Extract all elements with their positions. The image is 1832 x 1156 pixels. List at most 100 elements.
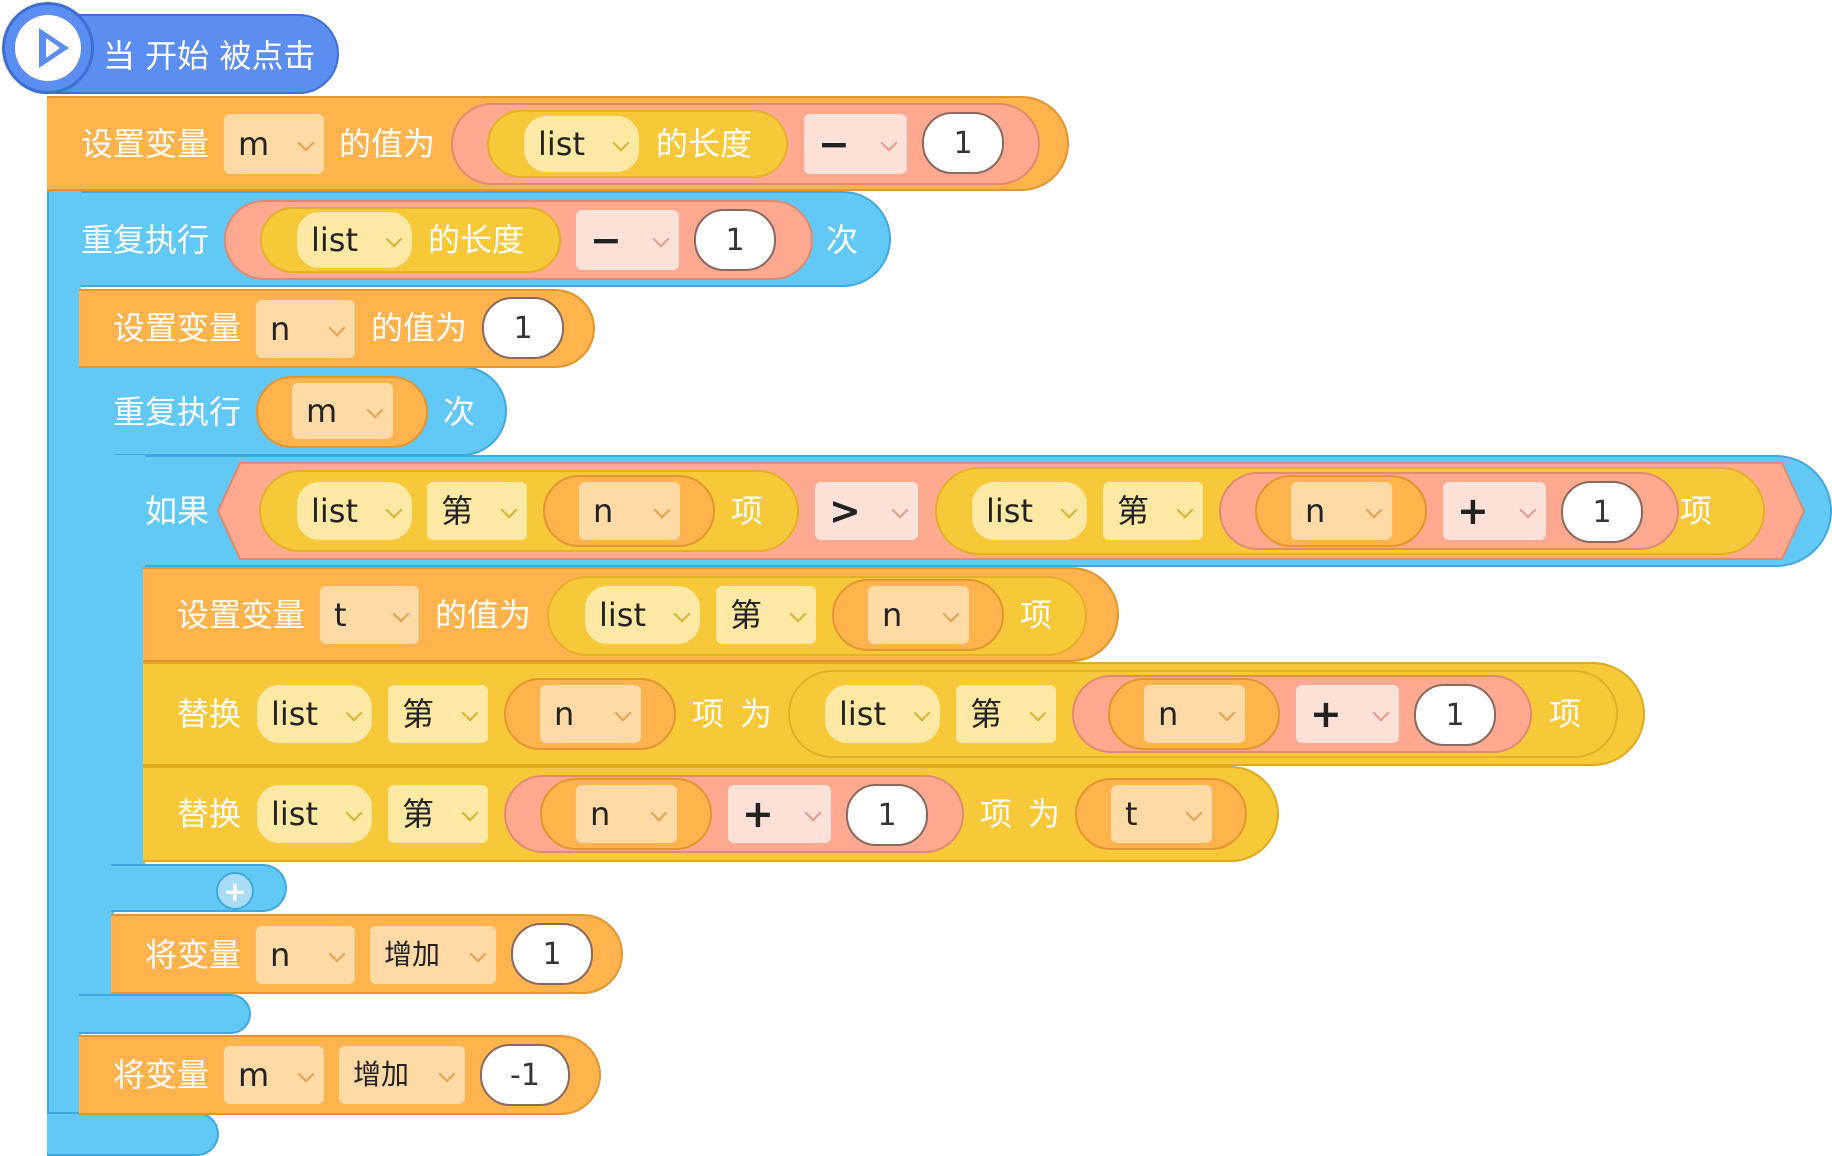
chevron-down-icon <box>297 1065 315 1083</box>
operator-dropdown[interactable]: > <box>815 482 918 540</box>
operator-symbol: + <box>1457 489 1489 533</box>
var-dropdown-t[interactable]: t <box>320 586 419 644</box>
add-branch-button[interactable]: + <box>216 872 254 910</box>
var-dropdown-m[interactable]: m <box>292 383 393 439</box>
chevron-down-icon <box>385 230 403 248</box>
set-variable-label: 设置变量 <box>113 309 242 347</box>
item-index-dropdown[interactable]: 第 <box>716 586 816 644</box>
chevron-down-icon <box>328 319 346 337</box>
number-input[interactable]: 1 <box>1561 481 1643 543</box>
replace-label: 替换 <box>177 795 242 833</box>
var-dropdown-n[interactable]: n <box>1291 482 1392 540</box>
var-dropdown-m[interactable]: m <box>224 114 324 174</box>
increase-label: 增加 <box>353 1058 410 1091</box>
item-label: 项 <box>1680 492 1713 530</box>
var-name: t <box>1125 795 1138 833</box>
increase-mode-dropdown[interactable]: 增加 <box>339 1046 465 1104</box>
length-of-label: 的长度 <box>656 125 753 163</box>
item-index-dropdown[interactable]: 第 <box>1103 482 1203 540</box>
item-nth-label: 第 <box>402 695 435 733</box>
number-input[interactable]: 1 <box>846 784 928 846</box>
var-dropdown-n[interactable]: n <box>576 785 677 843</box>
var-name: m <box>306 392 338 430</box>
var-dropdown-n[interactable]: n <box>540 685 641 743</box>
chevron-down-icon <box>469 945 487 963</box>
chevron-down-icon <box>1372 704 1390 722</box>
list-name: list <box>839 695 886 733</box>
var-dropdown-m[interactable]: m <box>224 1046 324 1104</box>
list-dropdown[interactable]: list <box>257 785 372 843</box>
list-name: list <box>599 596 646 634</box>
as-label: 为 <box>740 695 773 733</box>
operator-dropdown[interactable]: + <box>728 785 831 843</box>
list-dropdown[interactable]: list <box>825 685 940 743</box>
number-input[interactable]: 1 <box>922 112 1004 174</box>
repeat-inner-arm <box>79 366 114 1032</box>
chevron-down-icon <box>328 945 346 963</box>
change-variable-label: 将变量 <box>145 936 242 974</box>
var-dropdown-n[interactable]: n <box>1144 685 1245 743</box>
if-arm <box>111 455 145 911</box>
operator-dropdown[interactable]: − <box>576 210 679 270</box>
times-label: 次 <box>443 393 476 431</box>
chevron-down-icon <box>385 501 403 519</box>
operator-dropdown[interactable]: − <box>804 114 907 174</box>
chevron-down-icon <box>366 401 384 419</box>
list-dropdown[interactable]: list <box>297 482 412 540</box>
var-dropdown-n[interactable]: n <box>256 926 355 984</box>
list-dropdown[interactable]: list <box>524 116 639 172</box>
increase-mode-dropdown[interactable]: 增加 <box>370 926 496 984</box>
operator-dropdown[interactable]: + <box>1296 685 1399 743</box>
list-dropdown[interactable]: list <box>585 586 700 644</box>
item-index-dropdown[interactable]: 第 <box>427 482 527 540</box>
number-input[interactable]: 1 <box>482 297 564 359</box>
list-dropdown[interactable]: list <box>257 685 372 743</box>
chevron-down-icon <box>345 704 363 722</box>
item-nth-label: 第 <box>1117 492 1150 530</box>
var-name: n <box>554 695 575 733</box>
number-input[interactable]: 1 <box>694 209 776 271</box>
value-is-label: 的值为 <box>371 309 468 347</box>
list-name: list <box>311 492 358 530</box>
var-dropdown-t[interactable]: t <box>1111 785 1212 843</box>
var-name: n <box>270 936 291 974</box>
item-nth-label: 第 <box>402 795 435 833</box>
var-name: n <box>882 596 903 634</box>
number-input[interactable]: 1 <box>511 923 593 985</box>
item-index-dropdown[interactable]: 第 <box>388 785 488 843</box>
as-label: 为 <box>1028 795 1061 833</box>
chevron-down-icon <box>1365 501 1383 519</box>
set-variable-label: 设置变量 <box>177 596 306 634</box>
item-index-dropdown[interactable]: 第 <box>956 685 1056 743</box>
operator-symbol: + <box>1310 692 1342 736</box>
operator-symbol: − <box>590 218 622 262</box>
chevron-down-icon <box>880 134 898 152</box>
number-input[interactable]: -1 <box>480 1044 570 1106</box>
var-dropdown-n[interactable]: n <box>868 586 969 644</box>
length-of-label: 的长度 <box>428 221 525 259</box>
repeat-outer-arm <box>47 191 81 1156</box>
chevron-down-icon <box>913 704 931 722</box>
var-dropdown-n[interactable]: n <box>256 300 355 358</box>
operator-dropdown[interactable]: + <box>1443 482 1546 540</box>
chevron-down-icon <box>1176 501 1194 519</box>
list-dropdown[interactable]: list <box>297 212 412 268</box>
item-index-dropdown[interactable]: 第 <box>388 685 488 743</box>
number-input[interactable]: 1 <box>1414 684 1496 746</box>
repeat-outer-foot <box>47 1112 219 1156</box>
chevron-down-icon <box>1029 704 1047 722</box>
repeat-label: 重复执行 <box>113 393 242 431</box>
list-dropdown[interactable]: list <box>972 482 1087 540</box>
set-variable-label: 设置变量 <box>81 125 210 163</box>
item-label: 项 <box>1549 695 1582 733</box>
chevron-down-icon <box>500 501 518 519</box>
chevron-down-icon <box>461 804 479 822</box>
item-nth-label: 第 <box>730 596 763 634</box>
increase-label: 增加 <box>384 938 441 971</box>
if-foot <box>111 864 287 912</box>
var-dropdown-n[interactable]: n <box>579 482 680 540</box>
item-label: 项 <box>1020 596 1053 634</box>
chevron-down-icon <box>804 804 822 822</box>
add-branch-label: + <box>223 874 247 908</box>
if-label: 如果 <box>145 492 210 530</box>
